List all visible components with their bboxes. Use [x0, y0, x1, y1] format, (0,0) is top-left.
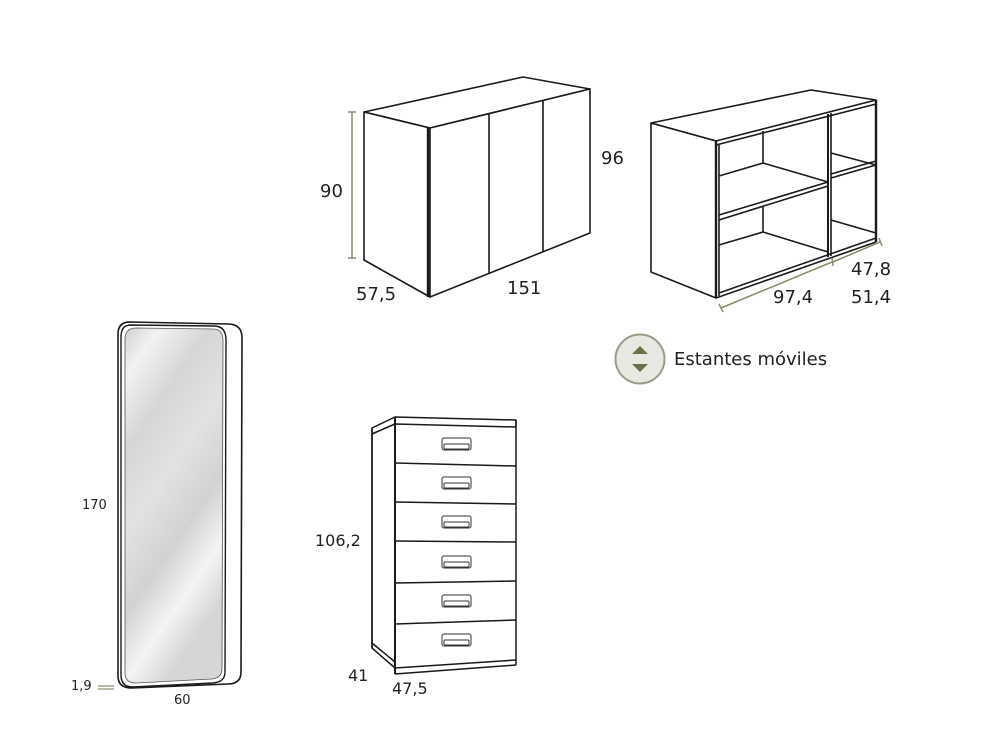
up-down-arrows-icon — [614, 333, 666, 385]
drawer-handle-icon — [441, 476, 472, 490]
chest-width-label: 47,5 — [392, 679, 428, 698]
cabinet-total-height-label: 96 — [601, 148, 624, 169]
cabinet-height-label: 90 — [320, 181, 343, 202]
drawer-handle-icon — [441, 555, 472, 569]
shelving-depth-label-bottom: 51,4 — [851, 287, 892, 308]
mirror-height-label: 170 — [82, 498, 107, 513]
mirror-width-label: 60 — [174, 693, 191, 708]
shelving-depth-label-top: 47,8 — [851, 259, 892, 280]
mirror-thickness-label: 1,9 — [71, 679, 92, 694]
cabinet-width-label: 151 — [507, 278, 542, 299]
movable-shelves-label: Estantes móviles — [674, 348, 828, 370]
drawer-handle-icon — [441, 594, 472, 608]
movable-shelves-legend: Estantes móviles — [614, 333, 827, 385]
chest-height-label: 106,2 — [315, 531, 361, 550]
drawer-handle-icon — [441, 515, 472, 529]
drawer-handle-icon — [441, 633, 472, 647]
cabinet-depth-label: 57,5 — [356, 284, 397, 305]
shelving-width-label: 97,4 — [773, 287, 814, 308]
drawer-handle-icon — [441, 437, 472, 451]
chest-depth-label: 41 — [348, 666, 369, 685]
